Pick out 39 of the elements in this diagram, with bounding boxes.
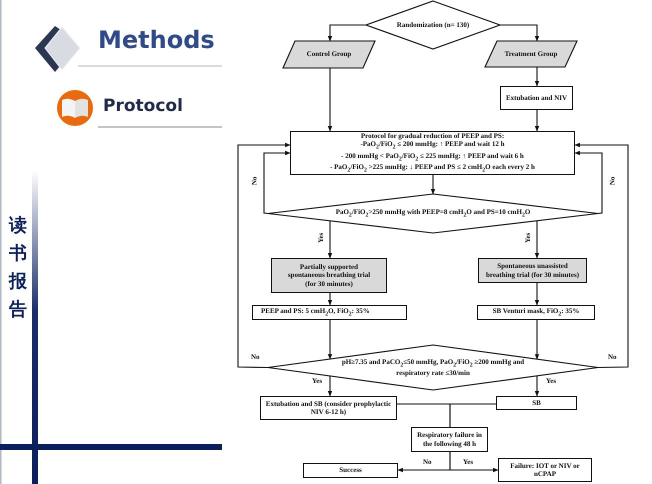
arrow	[534, 283, 540, 306]
process-box	[303, 463, 398, 478]
process-box	[252, 305, 407, 320]
group-parallelogram	[283, 41, 375, 68]
arrow	[534, 67, 540, 87]
process-box	[260, 396, 397, 420]
arrow	[328, 293, 332, 306]
arrow	[430, 175, 436, 195]
decision-diamond	[268, 194, 598, 233]
decision-diamond	[268, 345, 598, 390]
arrow	[534, 320, 540, 360]
decision-diamond	[366, 1, 500, 49]
arrow	[534, 376, 540, 397]
arrow	[237, 142, 291, 368]
slide-title: Methods	[98, 28, 215, 52]
arrow	[574, 150, 603, 214]
vertical-heading: 读书报告	[8, 214, 28, 322]
slide-subtitle: Protocol	[103, 98, 183, 115]
connector-line	[449, 403, 496, 427]
arrow	[328, 376, 332, 397]
arrow	[263, 150, 291, 214]
arrow	[534, 110, 540, 132]
arrow	[328, 24, 366, 42]
process-box	[271, 258, 387, 293]
group-parallelogram	[485, 41, 577, 67]
process-box	[496, 396, 577, 410]
arrow	[328, 68, 332, 132]
process-box	[478, 258, 587, 283]
arrow	[500, 24, 540, 42]
process-box	[477, 305, 595, 320]
arrow	[328, 220, 332, 259]
process-box	[498, 458, 592, 482]
process-box	[500, 86, 573, 110]
arrow	[534, 220, 540, 259]
process-box	[290, 131, 575, 175]
arrow	[328, 320, 332, 360]
process-box	[411, 427, 488, 452]
arrow	[574, 142, 629, 368]
arrow	[449, 452, 499, 472]
